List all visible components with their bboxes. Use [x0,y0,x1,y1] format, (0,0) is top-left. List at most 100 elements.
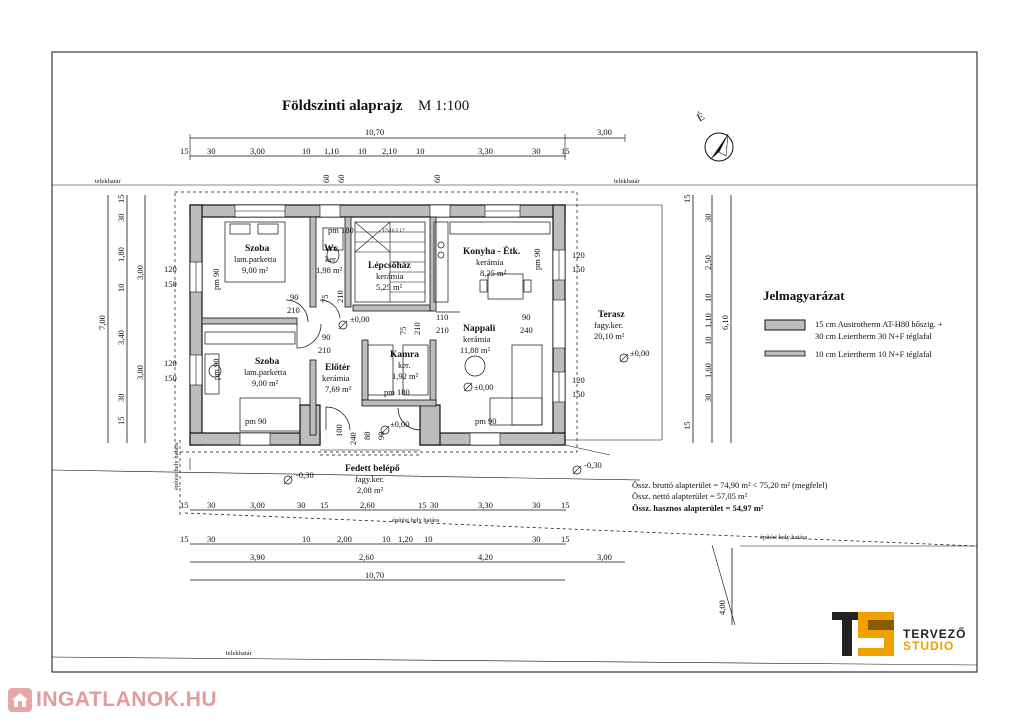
room-nappali-floor: kerámia [463,334,491,344]
watermark-text: INGATLANOK.HU [36,688,218,711]
room-terasz-area: 20,10 m² [594,331,625,341]
right-dim-2: 6,10 [720,315,730,330]
north-arrow-icon [704,132,734,162]
legend-item1-line2: 30 cm Leiertherm 30 N+F téglafal [815,331,933,341]
room-nappali-name: Nappali [463,324,496,334]
door-dim-240: 240 [520,325,533,335]
pm-90-a: pm 90 [211,269,221,291]
kamra-210-label: 210 [412,322,422,335]
left-dim-chain-b-1: 3,00 [135,265,145,280]
bottom-chain3-2: 2,60 [359,552,374,562]
level-5: -0,30 [296,470,314,480]
top-dim-chain-11: 15 [561,146,570,156]
north-label: É [695,110,707,124]
right-window-dim-1: 120 [572,250,585,260]
bottom-chain2-9: 15 [561,534,570,544]
studio-name-line2: STUDIO [903,639,955,653]
room-lepcsohaz-name: Lépcsőház [368,261,412,271]
top-dim-chain-5: 1,10 [324,146,339,156]
top-dim-chain-2: 30 [207,146,216,156]
plot-boundary-label-top-left: telekhatár [95,178,121,185]
top-opening-dim-3: 60 [432,175,442,184]
door-dim-90-b: 90 [322,332,331,342]
staircase [354,221,426,303]
plot-boundary-right [711,544,736,626]
room-eloter-floor: kerámia [322,373,350,383]
studio-name: TERVEZŐ STUDIO [903,628,966,652]
level-marker-icon [572,465,582,475]
room-konyha-name: Konyha - Étk. [463,245,520,257]
door-dim-90-c: 90 [522,312,531,322]
kamra-75-label: 75 [398,327,408,336]
room-kamra-area: 1,92 m² [392,371,419,381]
right-distance-label: 4,00 [717,600,727,615]
building-limit-label-right: építési hely határa [760,534,807,541]
top-opening-dim-2: 60 [336,175,346,184]
top-dimension-chains [189,134,626,160]
sheet-frame [51,51,978,673]
bottom-chain2-6: 1,20 [398,534,413,544]
left-window-dim-3: 120 [164,358,177,368]
top-opening-dim-1: 60 [321,175,331,184]
level-3: ±0,00 [390,419,410,429]
level-marker-icon [380,425,390,435]
right-chain-3: 30 [703,394,713,403]
left-window-dim-1: 120 [164,264,177,274]
bottom-chain1-6: 2,60 [360,500,375,510]
right-dim-5: 1,60 [703,363,713,378]
left-dim-chain-3: 1,80 [116,247,126,262]
top-dim-chain-4: 10 [302,146,311,156]
entry-dim-240: 240 [348,432,358,445]
bottom-chain3-3: 4,20 [478,552,493,562]
door-dim-110: 110 [436,312,448,322]
windows [189,204,566,446]
level-2: ±0,00 [474,382,494,392]
room-kamra-name: Kamra [390,350,419,360]
top-dim-chain-3: 3,00 [250,146,265,156]
level-marker-icon [619,353,629,363]
room-terasz-floor: fagy.ker. [594,320,623,330]
bottom-chain2-3: 10 [302,534,311,544]
interior-walls [201,216,437,436]
room-szoba2-name: Szoba [255,357,280,367]
room-lepcsohaz-area: 5,25 m² [376,282,403,292]
room-eloter-area: 7,69 m² [325,384,352,394]
plot-boundary-slope [51,469,641,481]
room-nappali-area: 11,88 m² [460,345,491,355]
room-kamra-floor: ker. [398,360,411,370]
right-window-dim-4: 150 [572,389,585,399]
level-1: ±0,00 [350,314,370,324]
tervezo-studio-logo-icon [832,612,894,656]
house-icon [8,688,32,712]
left-dim-chain-1: 15 [116,195,126,204]
left-dim-chain-7: 30 [116,394,126,403]
ingatlanok-watermark: INGATLANOK.HU [8,686,217,714]
building-limit-bottom [184,512,978,547]
door-dim-210-c: 210 [436,325,449,335]
level-marker-icon [338,320,348,330]
plot-boundary-bottom [51,656,978,666]
room-szoba1-floor: lam.parketta [234,254,276,264]
total-brutto: Össz. bruttó alapterület = 74,90 m² < 75… [632,480,828,490]
bottom-chain2-5: 10 [382,534,391,544]
top-dim-chain-6: 10 [358,146,367,156]
legend-item2: 10 cm Leiertherm 10 N+F téglafal [815,349,933,359]
top-dim-chain-1: 15 [180,146,189,156]
bottom-chain1-7: 15 [418,500,427,510]
bottom-chain2-4: 2,00 [337,534,352,544]
room-szoba1-name: Szoba [245,244,270,254]
drawing-title: Földszinti alaprajz [282,98,403,114]
doors [285,299,460,431]
wc-210-label: 210 [335,290,345,303]
bottom-chain2-8: 30 [532,534,541,544]
left-dim-chain-5: 3,40 [116,330,126,345]
right-dim-4: 10 [703,337,713,346]
entry-dim-80: 80 [362,432,372,441]
furniture [204,221,551,432]
plot-boundary-label-top-right: telekhatár [614,178,640,185]
right-dimension-chains [692,195,732,443]
legend-swatch-thick [764,319,806,331]
room-wc-floor: ker. [325,254,338,264]
right-chain-1: 15 [682,195,692,204]
